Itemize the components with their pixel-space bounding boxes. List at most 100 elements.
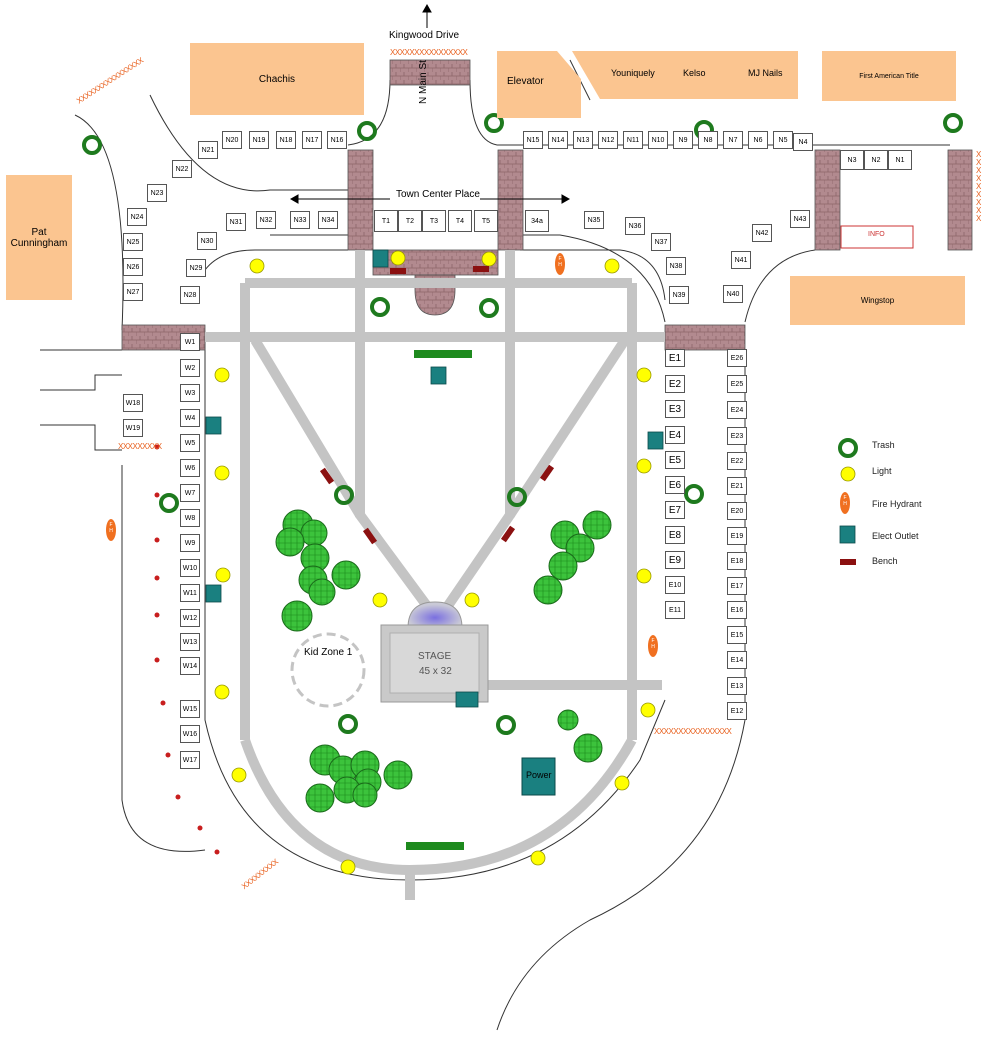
booth-t1[interactable]: T1 [374, 210, 398, 232]
booth-e2[interactable]: E2 [665, 375, 685, 393]
booth-n42[interactable]: N42 [752, 224, 772, 242]
booth-e24[interactable]: E24 [727, 401, 747, 419]
booth-n11[interactable]: N11 [623, 131, 643, 149]
booth-n12[interactable]: N12 [598, 131, 618, 149]
booth-n37[interactable]: N37 [651, 233, 671, 251]
booth-w6[interactable]: W6 [180, 459, 200, 477]
booth-n28[interactable]: N28 [180, 286, 200, 304]
booth-n4[interactable]: N4 [793, 133, 813, 151]
building-pat-label: Pat Cunningham [10, 226, 68, 249]
booth-n3[interactable]: N3 [840, 150, 864, 170]
booth-e13[interactable]: E13 [727, 677, 747, 695]
booth-n32[interactable]: N32 [256, 211, 276, 229]
booth-n2[interactable]: N2 [864, 150, 888, 170]
booth-t3[interactable]: T3 [422, 210, 446, 232]
booth-w15[interactable]: W15 [180, 700, 200, 718]
booth-w17[interactable]: W17 [180, 751, 200, 769]
booth-e22[interactable]: E22 [727, 452, 747, 470]
booth-n9[interactable]: N9 [673, 131, 693, 149]
booth-e20[interactable]: E20 [727, 502, 747, 520]
booth-n29[interactable]: N29 [186, 259, 206, 277]
benches [319, 266, 555, 545]
booth-n36[interactable]: N36 [625, 217, 645, 235]
booth-w11[interactable]: W11 [180, 584, 200, 602]
booth-e14[interactable]: E14 [727, 651, 747, 669]
booth-w5[interactable]: W5 [180, 434, 200, 452]
booth-n30[interactable]: N30 [197, 232, 217, 250]
booth-n24[interactable]: N24 [127, 208, 147, 226]
booth-w19[interactable]: W19 [123, 419, 143, 437]
booth-n33[interactable]: N33 [290, 211, 310, 229]
booth-e3[interactable]: E3 [665, 400, 685, 418]
booth-n10[interactable]: N10 [648, 131, 668, 149]
booth-n31[interactable]: N31 [226, 213, 246, 231]
booth-n6[interactable]: N6 [748, 131, 768, 149]
booth-w16[interactable]: W16 [180, 725, 200, 743]
booth-n26[interactable]: N26 [123, 258, 143, 276]
booth-n8[interactable]: N8 [698, 131, 718, 149]
booth-n34[interactable]: N34 [318, 211, 338, 229]
booth-n5[interactable]: N5 [773, 131, 793, 149]
booth-e12[interactable]: E12 [727, 702, 747, 720]
booth-e26[interactable]: E26 [727, 349, 747, 367]
booth-n21[interactable]: N21 [198, 141, 218, 159]
booth-n22[interactable]: N22 [172, 160, 192, 178]
hydrant-glyph-legend: F H [843, 495, 847, 507]
booth-e15[interactable]: E15 [727, 626, 747, 644]
booth-e21[interactable]: E21 [727, 477, 747, 495]
kid-zone-circle [290, 632, 366, 708]
booth-n35[interactable]: N35 [584, 211, 604, 229]
booth-t2[interactable]: T2 [398, 210, 422, 232]
booth-n15[interactable]: N15 [523, 131, 543, 149]
booth-n40[interactable]: N40 [723, 285, 743, 303]
booth-w3[interactable]: W3 [180, 384, 200, 402]
booth-n39[interactable]: N39 [669, 286, 689, 304]
booth-n18[interactable]: N18 [276, 131, 296, 149]
booth-e19[interactable]: E19 [727, 527, 747, 545]
booth-e5[interactable]: E5 [665, 451, 685, 469]
booth-w13[interactable]: W13 [180, 633, 200, 651]
booth-n43[interactable]: N43 [790, 210, 810, 228]
booth-n17[interactable]: N17 [302, 131, 322, 149]
booth-n14[interactable]: N14 [548, 131, 568, 149]
booth-e6[interactable]: E6 [665, 476, 685, 494]
booth-e1[interactable]: E1 [665, 349, 685, 367]
booth-e16[interactable]: E16 [727, 601, 747, 619]
booth-e25[interactable]: E25 [727, 375, 747, 393]
booth-n13[interactable]: N13 [573, 131, 593, 149]
legend-outlet: Elect Outlet [872, 531, 919, 541]
booth-n23[interactable]: N23 [147, 184, 167, 202]
booth-n7[interactable]: N7 [723, 131, 743, 149]
booth-n27[interactable]: N27 [123, 283, 143, 301]
booth-w10[interactable]: W10 [180, 559, 200, 577]
booth-w1[interactable]: W1 [180, 333, 200, 351]
booth-e17[interactable]: E17 [727, 577, 747, 595]
booth-t5[interactable]: T5 [474, 210, 498, 232]
booth-w12[interactable]: W12 [180, 609, 200, 627]
booth-n19[interactable]: N19 [249, 131, 269, 149]
booth-e4[interactable]: E4 [665, 426, 685, 444]
booth-n1[interactable]: N1 [888, 150, 912, 170]
booth-w7[interactable]: W7 [180, 484, 200, 502]
booth-w14[interactable]: W14 [180, 657, 200, 675]
booth-w18[interactable]: W18 [123, 394, 143, 412]
booth-n41[interactable]: N41 [731, 251, 751, 269]
booth-w9[interactable]: W9 [180, 534, 200, 552]
booth-e8[interactable]: E8 [665, 526, 685, 544]
booth-e23[interactable]: E23 [727, 427, 747, 445]
booth-n16[interactable]: N16 [327, 131, 347, 149]
building-chachis-label: Chachis [258, 73, 296, 85]
booth-34a[interactable]: 34a [525, 210, 549, 232]
booth-e9[interactable]: E9 [665, 551, 685, 569]
booth-w4[interactable]: W4 [180, 409, 200, 427]
booth-e18[interactable]: E18 [727, 552, 747, 570]
booth-w2[interactable]: W2 [180, 359, 200, 377]
booth-w8[interactable]: W8 [180, 509, 200, 527]
booth-e11[interactable]: E11 [665, 601, 685, 619]
booth-e10[interactable]: E10 [665, 576, 685, 594]
booth-n38[interactable]: N38 [666, 257, 686, 275]
booth-e7[interactable]: E7 [665, 501, 685, 519]
booth-n25[interactable]: N25 [123, 233, 143, 251]
booth-n20[interactable]: N20 [222, 131, 242, 149]
booth-t4[interactable]: T4 [448, 210, 472, 232]
